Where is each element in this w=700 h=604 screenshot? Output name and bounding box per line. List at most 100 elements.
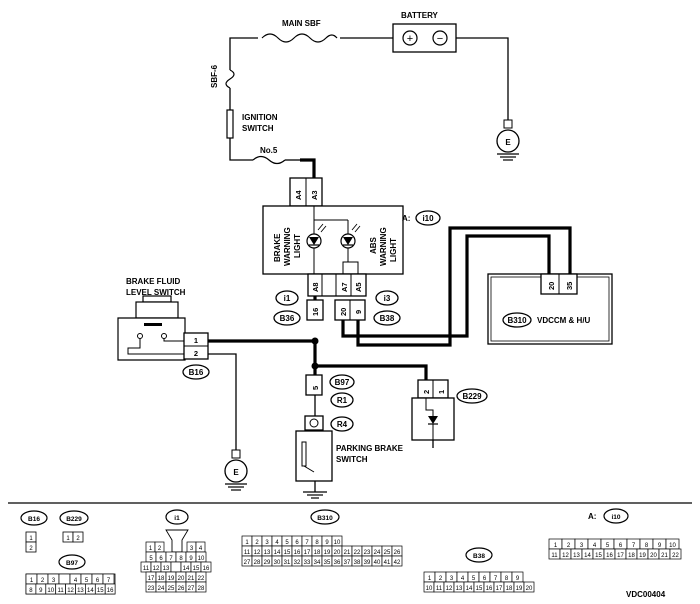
legend-b38-pin: 11: [436, 586, 443, 592]
legend-b38-pin: 12: [446, 586, 453, 592]
parking-pin-5: 5: [311, 386, 320, 390]
brake-warning-lamp: [306, 223, 327, 249]
legend-b97-pin: 9: [39, 588, 43, 594]
legend-i1-pin: 26: [178, 586, 185, 592]
legend-i1-pin: 7: [169, 556, 173, 562]
legend-b97-pin: 1: [30, 578, 34, 584]
legend-i1-pin: 4: [199, 546, 203, 552]
legend-b229-title: B229: [66, 516, 82, 523]
connector-i1-b36: 16 i1 B36: [273, 290, 324, 326]
legend-i10-pin: 22: [672, 553, 679, 559]
legend-i10-pin: 1: [554, 543, 558, 549]
legend-b310-pin: 29: [264, 560, 271, 566]
legend-b38-pin: 19: [516, 586, 523, 592]
legend-b310-pin: 39: [364, 560, 371, 566]
battery-minus-sign: −: [437, 33, 443, 45]
legend-b310-pin: 3: [265, 540, 269, 546]
legend-b310-pin: 21: [344, 550, 351, 556]
legend-i1-pin: 10: [198, 556, 205, 562]
ignition-label-line2: SWITCH: [242, 124, 274, 133]
legend-b16-pin: 2: [29, 546, 33, 552]
legend-b97-pin: 13: [77, 588, 84, 594]
legend-b38-pin: 18: [506, 586, 513, 592]
no5-fuse: No.5: [252, 146, 286, 165]
legend-b310-pin: 6: [295, 540, 299, 546]
vdccm-pin-35: 35: [565, 282, 574, 290]
legend-b310-pin: 24: [374, 550, 381, 556]
legend-b38-title: B38: [473, 553, 485, 560]
legend-b310-pin: 9: [325, 540, 329, 546]
legend-i1-cell: [170, 561, 182, 573]
legend-i10-pin: 18: [628, 553, 635, 559]
legend-b310-cell: [391, 555, 403, 567]
legend-i1-pin: 28: [198, 586, 205, 592]
brake-fluid-level-switch: BRAKE FLUID LEVEL SWITCH 1 2 B16: [117, 277, 210, 380]
connector-b16: B16: [189, 368, 204, 377]
thick-wires: [208, 158, 572, 386]
legend-b310-pin: 11: [244, 550, 251, 556]
ground-battery: E: [496, 119, 520, 161]
meter-prefix: A:: [402, 214, 410, 223]
legend-b16-pin: 1: [29, 536, 33, 542]
abs-warning-line1: ABS: [369, 236, 378, 254]
legend-i10-cell: [669, 548, 682, 560]
legend-i1-pin: 1: [149, 546, 153, 552]
sbf6-fuse: SBF-6: [210, 64, 235, 89]
legend-b38-cell: [523, 581, 535, 593]
ignition-label-line1: IGNITION: [242, 113, 278, 122]
brake-fluid-line2: LEVEL SWITCH: [126, 288, 186, 297]
legend-i1-pin: 22: [198, 576, 205, 582]
legend-b97-pin: 7: [107, 578, 111, 584]
legend-b310-pin: 25: [384, 550, 391, 556]
legend-i1-pin: 19: [168, 576, 175, 582]
b229-pin-1: 1: [437, 390, 446, 394]
legend-i10-prefix: A:: [588, 512, 596, 521]
legend-b310-pin: 30: [274, 560, 281, 566]
legend-i1-pin: 21: [188, 576, 195, 582]
legend-b310-pin: 26: [394, 550, 401, 556]
legend-i10-pin: 17: [617, 553, 624, 559]
pin-a5: A5: [354, 282, 363, 292]
legend-b38-pin: 7: [494, 576, 498, 582]
legend-i10-pin: 19: [639, 553, 646, 559]
connector-b229: B229: [462, 392, 482, 401]
battery-plus-sign: +: [407, 33, 413, 45]
parking-brake-switch: 5 B97 R1 R4 PARKING BRAKE SWITCH: [295, 374, 404, 499]
legend-b38-pin: 1: [428, 576, 432, 582]
legend-b310-title: B310: [317, 515, 333, 522]
connector-tag-i10: [415, 210, 441, 226]
ignition-switch: IGNITION SWITCH: [226, 109, 278, 139]
legend-i1-pin: 14: [183, 566, 190, 572]
brake-warning-line2: WARNING: [283, 227, 292, 266]
legend-b310-pin: 5: [285, 540, 289, 546]
legend-b310-pin: 38: [354, 560, 361, 566]
legend-b310-pin: 19: [324, 550, 331, 556]
legend-b310-pin: 40: [374, 560, 381, 566]
legend-i1-pin: 9: [189, 556, 193, 562]
pin-a8: A8: [311, 282, 320, 292]
b229-component: 2 1 B229: [411, 379, 488, 441]
legend-i10-title: i10: [611, 514, 620, 521]
legend-b310-pin: 13: [264, 550, 271, 556]
legend-b38-pin: 4: [461, 576, 465, 582]
abs-warning-line3: LIGHT: [389, 238, 398, 262]
legend-i10-pin: 11: [551, 553, 558, 559]
connector-b310: B310: [507, 316, 527, 325]
legend-b310-pin: 7: [305, 540, 309, 546]
ground-brake-fluid: E: [224, 449, 248, 491]
legend-i1-pin: 3: [190, 546, 194, 552]
legend-b310-pin: 20: [334, 550, 341, 556]
legend-b310-pin: 34: [314, 560, 321, 566]
legend-b97-pin: 16: [107, 588, 114, 594]
legend-b97-pin: 11: [58, 588, 65, 594]
connector-b97: B97: [335, 378, 350, 387]
junction-dot-bottom: [311, 362, 319, 370]
connector-b38: B38: [380, 314, 395, 323]
legend-b229-pin: 2: [76, 536, 80, 542]
connector-r1: R1: [337, 396, 348, 405]
